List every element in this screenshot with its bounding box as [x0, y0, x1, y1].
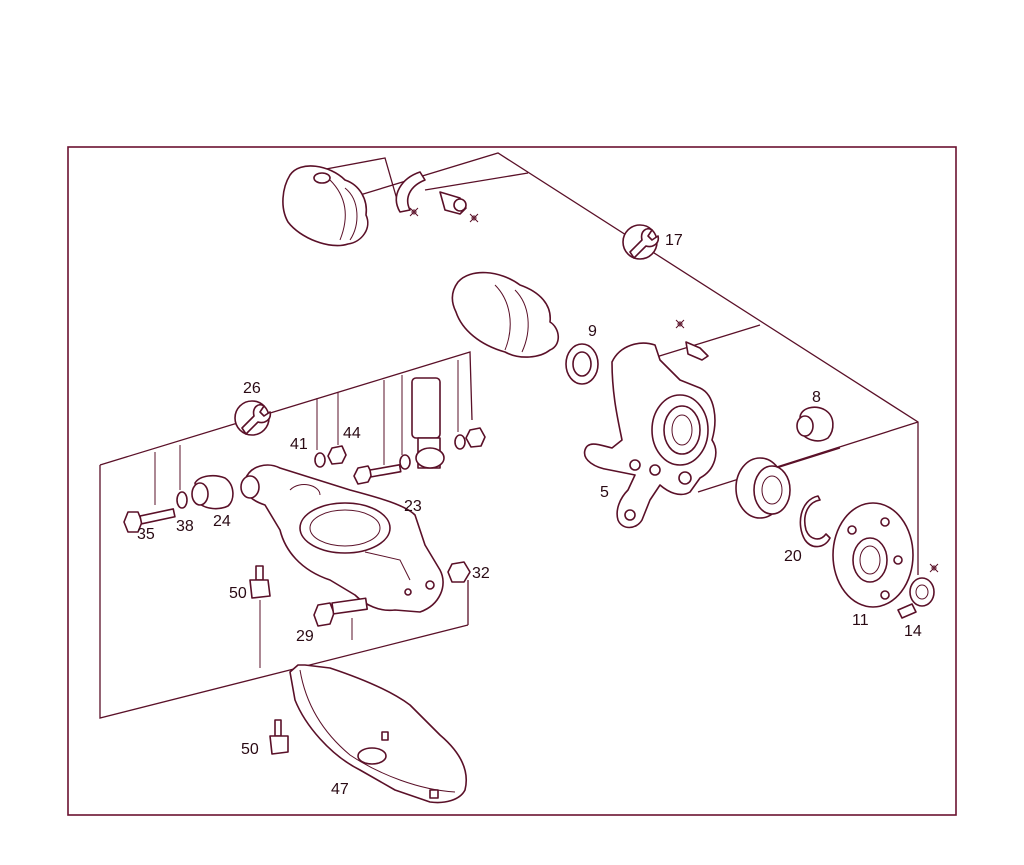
label-9: 9: [588, 323, 597, 340]
label-23: 23: [404, 498, 422, 515]
wheel-nut: [897, 577, 935, 619]
wheel-hub: [832, 502, 914, 608]
label-17: 17: [665, 232, 683, 249]
part-labels: 5 8 9 11 14 17 20 23 24 26 29 32 35 38 4…: [137, 232, 922, 798]
wheel-bearing: [735, 457, 791, 519]
label-14: 14: [904, 623, 922, 640]
label-20: 20: [784, 548, 802, 565]
retaining-plate: [395, 171, 467, 215]
wrench-icon: [234, 224, 660, 436]
label-26: 26: [243, 380, 261, 397]
bolt-35: [123, 508, 176, 533]
label-47: 47: [331, 781, 349, 798]
bushing-24: [191, 474, 234, 510]
bolt-shock: [353, 463, 402, 485]
label-8: 8: [812, 389, 821, 406]
label-32: 32: [472, 565, 490, 582]
washer-38: [176, 491, 188, 509]
nut-32: [447, 561, 471, 583]
lower-control-arm: [240, 464, 444, 613]
label-38: 38: [176, 518, 194, 535]
drive-shaft: [282, 165, 560, 358]
steering-knuckle: [583, 341, 717, 529]
label-50-lower: 50: [241, 741, 259, 758]
label-50-upper: 50: [229, 585, 247, 602]
bushing-8: [796, 406, 834, 442]
underguard-cover: [289, 664, 467, 804]
bolt-29: [313, 597, 369, 627]
label-44: 44: [343, 425, 361, 442]
label-41: 41: [290, 436, 308, 453]
bushing-9: [565, 343, 599, 385]
shock-absorber: [411, 377, 445, 469]
grease-fitting-50b: [269, 719, 289, 755]
washers-and-nuts: [314, 427, 486, 470]
reference-lines: [99, 152, 919, 719]
label-24: 24: [213, 513, 231, 530]
label-29: 29: [296, 628, 314, 645]
label-11: 11: [852, 612, 869, 629]
circlip: [799, 495, 831, 548]
self-locking-nut-icon: [409, 207, 939, 573]
label-35: 35: [137, 526, 155, 543]
grease-fitting-50a: [249, 565, 271, 599]
label-5: 5: [600, 484, 609, 501]
diagram-frame: [67, 146, 957, 816]
